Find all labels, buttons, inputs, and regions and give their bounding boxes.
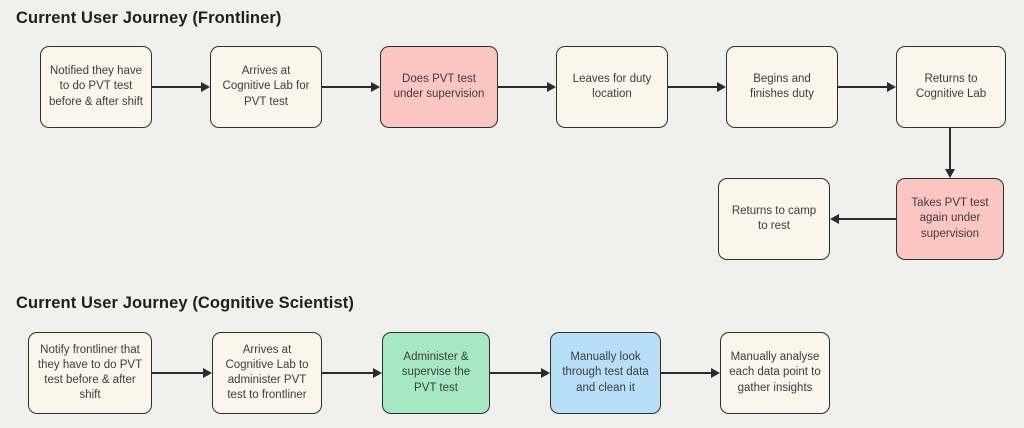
arrow-shaft — [152, 86, 203, 88]
arrow-shaft — [490, 372, 543, 374]
node-arrives-cognitive-lab: Arrives at Cognitive Lab for PVT test — [210, 46, 322, 128]
node-administer-supervise-pvt: Administer & supervise the PVT test — [382, 332, 490, 414]
arrowhead-right-icon — [887, 82, 896, 92]
journey-title-cognitive-scientist: Current User Journey (Cognitive Scientis… — [16, 294, 354, 312]
arrow-shaft — [837, 218, 896, 220]
flow-arrow-down — [945, 128, 955, 178]
node-notified-pvt-test: Notified they have to do PVT test before… — [40, 46, 152, 128]
flow-arrow-right — [152, 368, 212, 378]
node-label: Administer & supervise the PVT test — [401, 351, 471, 394]
node-label: Returns to camp to rest — [731, 204, 817, 232]
node-begins-finishes-duty: Begins and finishes duty — [726, 46, 838, 128]
node-manually-clean-data: Manually look through test data and clea… — [550, 332, 661, 414]
arrow-shaft — [668, 86, 719, 88]
node-returns-cognitive-lab: Returns to Cognitive Lab — [896, 46, 1006, 128]
node-returns-camp-rest: Returns to camp to rest — [718, 178, 830, 260]
arrowhead-left-icon — [830, 214, 839, 224]
arrowhead-right-icon — [541, 368, 550, 378]
flow-arrow-right — [322, 82, 380, 92]
node-does-pvt-test: Does PVT test under supervision — [380, 46, 498, 128]
node-label: Manually look through test data and clea… — [562, 351, 649, 394]
arrowhead-down-icon — [945, 169, 955, 178]
arrow-shaft — [152, 372, 205, 374]
flow-arrow-right — [322, 368, 382, 378]
arrowhead-right-icon — [717, 82, 726, 92]
arrow-shaft — [498, 86, 549, 88]
node-leaves-for-duty: Leaves for duty location — [556, 46, 668, 128]
node-label: Takes PVT test again under supervision — [911, 197, 989, 240]
flow-arrow-left — [830, 214, 896, 224]
flow-arrow-right — [838, 82, 896, 92]
flow-arrow-right — [152, 82, 210, 92]
node-label: Leaves for duty location — [572, 72, 652, 100]
flow-arrow-right — [668, 82, 726, 92]
arrow-shaft — [838, 86, 889, 88]
arrow-shaft — [322, 372, 375, 374]
arrowhead-right-icon — [371, 82, 380, 92]
arrowhead-right-icon — [711, 368, 720, 378]
arrowhead-right-icon — [203, 368, 212, 378]
node-manually-analyse-data: Manually analyse each data point to gath… — [720, 332, 830, 414]
arrow-shaft — [661, 372, 713, 374]
arrowhead-right-icon — [201, 82, 210, 92]
arrowhead-right-icon — [373, 368, 382, 378]
node-label: Returns to Cognitive Lab — [915, 72, 987, 100]
node-label: Arrives at Cognitive Lab to administer P… — [225, 343, 309, 402]
flow-arrow-right — [490, 368, 550, 378]
arrow-shaft — [949, 128, 951, 171]
node-label: Does PVT test under supervision — [393, 72, 485, 100]
flow-arrow-right — [498, 82, 556, 92]
node-label: Notify frontliner that they have to do P… — [37, 343, 143, 402]
node-label: Notified they have to do PVT test before… — [49, 65, 143, 108]
flow-arrow-right — [661, 368, 720, 378]
node-label: Arrives at Cognitive Lab for PVT test — [222, 65, 310, 108]
arrow-shaft — [322, 86, 373, 88]
node-takes-pvt-again: Takes PVT test again under supervision — [896, 178, 1004, 260]
node-arrives-administer-pvt: Arrives at Cognitive Lab to administer P… — [212, 332, 322, 414]
arrowhead-right-icon — [547, 82, 556, 92]
node-label: Manually analyse each data point to gath… — [729, 351, 821, 394]
node-notify-frontliner: Notify frontliner that they have to do P… — [28, 332, 152, 414]
journey-title-frontliner: Current User Journey (Frontliner) — [16, 9, 282, 27]
node-label: Begins and finishes duty — [750, 72, 814, 100]
